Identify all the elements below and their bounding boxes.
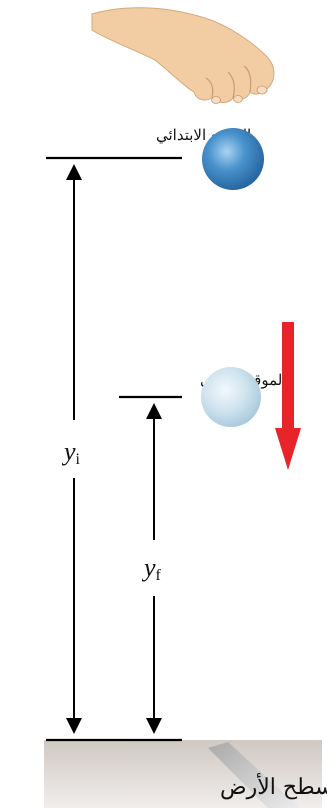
ball-final (201, 367, 261, 427)
ground-shadow (208, 742, 300, 808)
hand-icon (91, 7, 275, 104)
ball-initial (202, 128, 264, 190)
yf-label: yf (141, 553, 162, 584)
down-arrow-icon (275, 322, 301, 470)
yi-label: yi (61, 437, 81, 468)
ground-label: سطح الأرض (220, 772, 327, 800)
